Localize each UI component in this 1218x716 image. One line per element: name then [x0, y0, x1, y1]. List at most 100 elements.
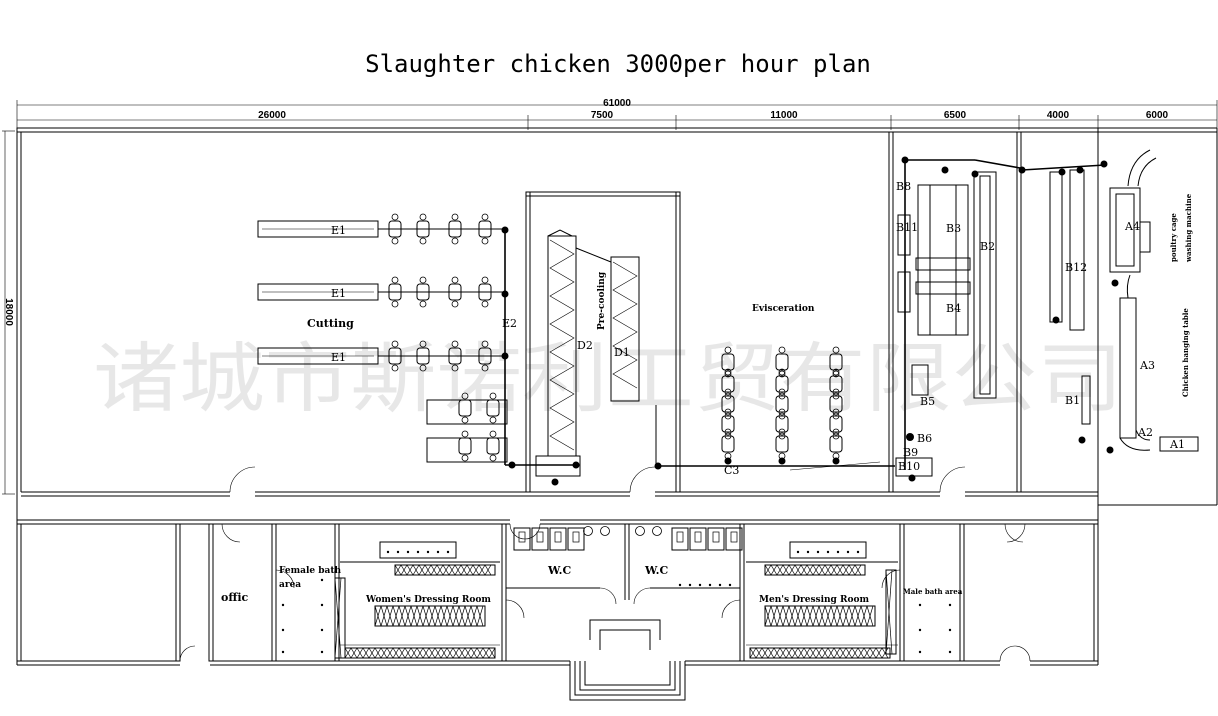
sink [635, 526, 645, 536]
evisc-drive-2 [724, 457, 732, 465]
area-evisceration: Evisceration [752, 304, 815, 314]
workstation [388, 213, 402, 245]
workstation [458, 430, 472, 462]
bleeding-equipment [1021, 164, 1106, 331]
workstation [775, 428, 789, 460]
building-walls [16, 127, 1218, 665]
cutting-drive-3 [501, 352, 509, 360]
workstation [721, 388, 735, 420]
shower-head [826, 550, 830, 554]
workstation [388, 340, 402, 372]
code-b4: B4 [946, 302, 961, 315]
shower-head [320, 650, 324, 654]
cutting-tables [426, 399, 508, 463]
chiller-drive-2 [551, 478, 559, 486]
shower-head [386, 550, 390, 554]
code-b8: B8 [896, 180, 911, 193]
recv-drive-1 [1111, 279, 1119, 287]
bleed-drive-3 [1100, 160, 1108, 168]
chiller-drive-1 [572, 461, 580, 469]
evisc-drive-3 [778, 457, 786, 465]
code-b2: B2 [980, 240, 995, 253]
locker-row [334, 577, 346, 659]
bleed-drive-6 [1106, 446, 1114, 454]
workstation [416, 213, 430, 245]
shower-head [426, 550, 430, 554]
code-e2: E2 [502, 317, 517, 330]
shower-head [320, 628, 324, 632]
code-b12: B12 [1065, 261, 1087, 274]
workstation [478, 340, 492, 372]
room-office: offic [221, 591, 249, 604]
code-a4: A4 [1124, 220, 1140, 233]
workstation [448, 276, 462, 308]
workstation [829, 428, 843, 460]
dressing-room-fixtures [340, 541, 898, 646]
shower-head [948, 603, 952, 607]
workstation [478, 276, 492, 308]
shower-head [281, 650, 285, 654]
shower-head [281, 603, 285, 607]
shower-head [948, 650, 952, 654]
scald-drive-2 [941, 166, 949, 174]
shower-head [856, 550, 860, 554]
bleed-drive-2 [1076, 166, 1084, 174]
dim-seg-6: 6000 [1146, 110, 1169, 121]
locker-row [374, 605, 486, 627]
code-b11: B11 [896, 221, 918, 234]
scald-drive-1 [901, 156, 909, 164]
shower-head [416, 550, 420, 554]
shower-head [688, 583, 692, 587]
code-b9: B9 [903, 446, 918, 459]
bleed-drive-5 [1078, 436, 1086, 444]
plan-title: Slaughter chicken 3000per hour plan [365, 50, 871, 78]
shower-head [320, 603, 324, 607]
evisceration-line [658, 461, 895, 471]
workstation [448, 340, 462, 372]
pre-cooling-chillers [535, 229, 657, 477]
shower-head [446, 550, 450, 554]
area-cage-washer-2: washing machine [1184, 193, 1193, 263]
room-female-bath-1: Female bath [279, 566, 342, 576]
shower-head [918, 603, 922, 607]
room-womens-dressing: Women's Dressing Room [365, 595, 491, 605]
workstation [478, 213, 492, 245]
code-e1-c: E1 [331, 351, 346, 364]
toilet-stall [725, 527, 743, 551]
room-mens-dressing: Men's Dressing Room [759, 595, 869, 605]
toilet-stall [567, 527, 585, 551]
area-cutting: Cutting [307, 317, 354, 330]
evisc-drive-1 [654, 462, 662, 470]
workstation [721, 346, 735, 378]
workstation [721, 368, 735, 400]
code-b3: B3 [946, 222, 961, 235]
code-a1: A1 [1169, 438, 1185, 451]
cutting-drive-4 [508, 461, 516, 469]
shower-head [718, 583, 722, 587]
shower-head [796, 550, 800, 554]
sink [652, 526, 662, 536]
scald-drive-5 [906, 433, 914, 441]
bleed-drive-4 [1052, 316, 1060, 324]
locker-row [344, 647, 496, 659]
code-b1: B1 [1065, 394, 1080, 407]
room-female-bath-2: area [279, 580, 301, 590]
locker-row [764, 564, 866, 576]
workstation [448, 213, 462, 245]
workstation [416, 276, 430, 308]
workstation [829, 408, 843, 440]
workstation [829, 346, 843, 378]
dim-seg-2: 7500 [591, 110, 614, 121]
shower-head [406, 550, 410, 554]
shower-head [396, 550, 400, 554]
shower-head [728, 583, 732, 587]
workstation [416, 340, 430, 372]
room-male-bath: Male bath area [903, 587, 963, 596]
dim-side: 18000 [3, 298, 14, 326]
code-d2: D2 [577, 339, 593, 352]
shower-head [436, 550, 440, 554]
code-a3: A3 [1139, 359, 1155, 372]
shower-head [698, 583, 702, 587]
shower-head [846, 550, 850, 554]
